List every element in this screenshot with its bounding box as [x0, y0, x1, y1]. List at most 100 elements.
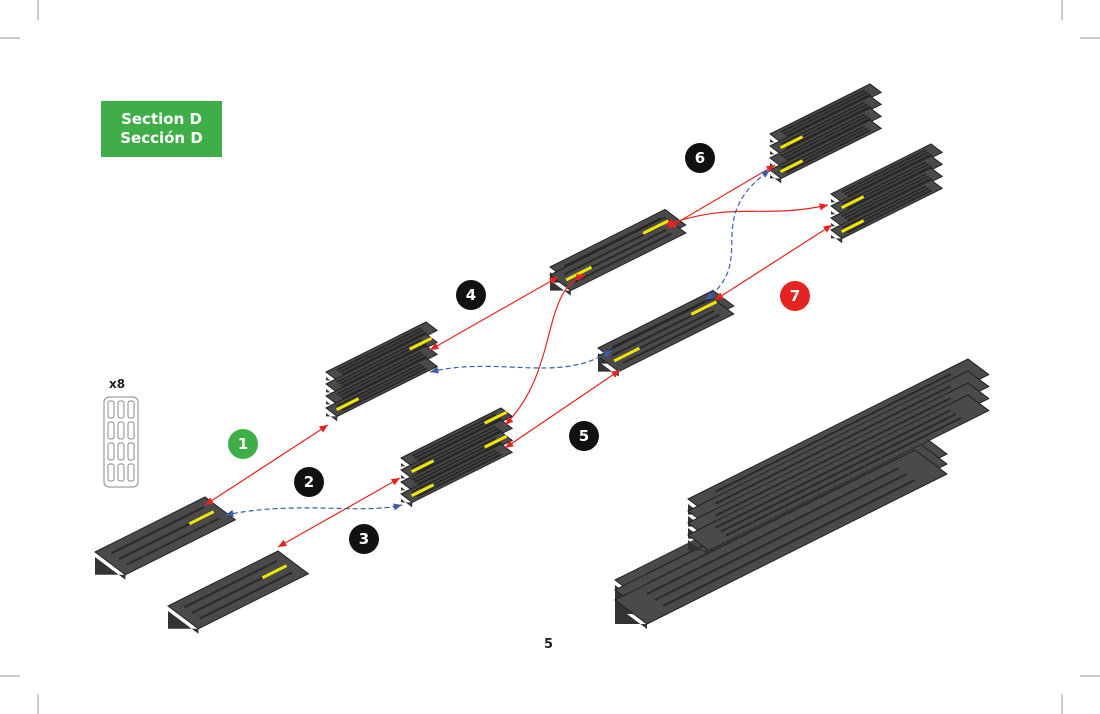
- section-label: Section D Sección D: [101, 101, 222, 157]
- piece-slot: [411, 449, 497, 493]
- piece-slot: [341, 355, 427, 400]
- piece-slot: [339, 353, 425, 398]
- piece-slot: [336, 327, 422, 371]
- part-slot: [107, 463, 115, 482]
- piece-slot: [715, 385, 952, 505]
- part-outline: [103, 396, 139, 488]
- construction-piece: [830, 143, 944, 244]
- piece-slot: [416, 429, 502, 474]
- piece-slot: [411, 413, 497, 457]
- piece-slot: [622, 313, 720, 364]
- step-5-badge: 5: [569, 421, 599, 451]
- piece-slot: [341, 343, 427, 388]
- piece-slot: [336, 351, 422, 395]
- piece-slot: [341, 367, 427, 412]
- construction-piece: [549, 208, 687, 296]
- piece-slot: [199, 571, 293, 620]
- part-slot: [127, 421, 135, 440]
- piece-slot: [110, 506, 205, 555]
- piece-edge: [401, 499, 413, 508]
- part-slot: [127, 463, 135, 482]
- connector-highlight: [410, 483, 435, 498]
- part-slot: [107, 442, 115, 461]
- piece-edge: [688, 540, 709, 556]
- piece-slot: [785, 117, 871, 162]
- part-slot: [107, 421, 115, 440]
- piece-slot: [785, 93, 871, 138]
- piece-slot: [662, 479, 916, 607]
- piece-slot: [725, 417, 962, 537]
- piece-slot: [611, 298, 710, 349]
- connection-arrow: [204, 424, 329, 506]
- piece-slot: [126, 517, 220, 566]
- piece-slot: [841, 185, 927, 229]
- piece-slot: [780, 125, 866, 169]
- part-slot: [127, 400, 135, 419]
- piece-slot: [339, 329, 425, 374]
- piece-slot: [785, 129, 871, 174]
- step-6-badge: 6: [685, 143, 715, 173]
- piece-slot: [783, 115, 869, 160]
- piece-slot: [844, 151, 930, 196]
- connector-highlight: [613, 346, 641, 363]
- piece-slot: [846, 165, 932, 210]
- piece-edge: [615, 605, 647, 629]
- piece-slot: [411, 425, 497, 469]
- piece-slot: [841, 161, 927, 205]
- construction-piece: [325, 321, 439, 422]
- part-slot: [117, 421, 125, 440]
- step-4-badge: 4: [456, 280, 486, 310]
- construction-piece: [687, 358, 990, 556]
- connection-arrow: [667, 164, 776, 229]
- part-count: x8: [109, 377, 126, 391]
- connection-arrow: [504, 369, 621, 449]
- connector-highlight: [642, 219, 670, 235]
- piece-slot: [780, 89, 866, 133]
- piece-slot: [780, 113, 866, 157]
- piece-slot: [846, 177, 932, 222]
- piece-slot: [646, 467, 900, 595]
- section-title-en: Section D: [121, 110, 202, 128]
- step-3-badge: 3: [349, 524, 379, 554]
- piece-edge: [168, 611, 199, 634]
- step-1-badge: 1: [228, 429, 258, 459]
- connector-highlight: [408, 336, 433, 351]
- construction-piece: [769, 83, 883, 184]
- part-slot: [127, 442, 135, 461]
- piece-slot: [783, 91, 869, 136]
- piece-slot: [563, 217, 662, 268]
- part-icon: [103, 396, 139, 488]
- step-2-badge: 2: [294, 467, 324, 497]
- piece-slot: [715, 409, 952, 529]
- piece-edge: [95, 557, 126, 580]
- piece-slot: [416, 417, 502, 462]
- piece-slot: [654, 473, 908, 601]
- section-title-es: Sección D: [120, 129, 203, 147]
- piece-slot: [846, 189, 932, 234]
- connection-arrow: [504, 274, 586, 426]
- piece-slot: [336, 363, 422, 407]
- connector-highlight: [840, 219, 865, 234]
- link-arrow: [429, 349, 613, 374]
- connector-highlight: [483, 434, 508, 449]
- piece-slot: [341, 331, 427, 376]
- connector-highlight: [261, 564, 288, 580]
- piece-slot: [416, 453, 502, 498]
- piece-slot: [183, 560, 278, 609]
- piece-edge: [326, 413, 338, 422]
- construction-piece: [94, 496, 237, 580]
- piece-slot: [720, 413, 957, 533]
- connection-arrow: [429, 276, 559, 351]
- piece-slot: [841, 173, 927, 217]
- link-arrow: [224, 503, 403, 517]
- connector-highlight: [188, 510, 215, 526]
- piece-slot: [785, 105, 871, 150]
- piece-slot: [715, 397, 952, 517]
- piece-slot: [574, 232, 672, 283]
- connector-highlight: [779, 159, 804, 174]
- piece-slot: [846, 153, 932, 198]
- construction-piece: [167, 550, 310, 634]
- piece-slot: [841, 149, 927, 193]
- step-7-badge: 7: [780, 281, 810, 311]
